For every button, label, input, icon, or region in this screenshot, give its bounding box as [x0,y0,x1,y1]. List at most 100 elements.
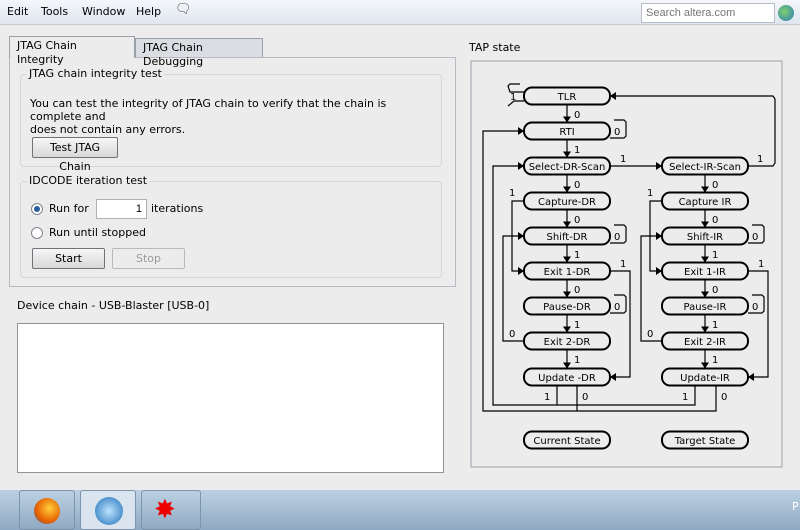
transition-label: 0 [614,232,620,243]
transition-label: 1 [647,188,653,199]
taskbar-app[interactable]: ✸ [141,490,201,530]
transition-line [507,100,524,107]
arrow-head [563,221,571,228]
state-label: TLR [557,92,577,103]
tab-jtag-chain-debugging[interactable]: JTAG Chain Debugging [135,38,263,68]
state-pause-ir[interactable]: Pause-IR [661,296,749,316]
arrow-head [701,326,709,333]
transition-label: 1 [712,320,718,331]
state-exit-1-ir[interactable]: Exit 1-IR [661,261,749,281]
transition-label: 0 [752,232,758,243]
state-label: Capture-DR [538,197,596,208]
transition-line [610,95,776,167]
state-update-ir[interactable]: Update-IR [661,367,749,387]
transition-label: 0 [574,215,580,226]
state-select-ir-scan[interactable]: Select-IR-Scan [661,156,749,176]
state-shift-dr[interactable]: Shift-DR [523,226,611,246]
current-state-button[interactable]: Current State [523,430,611,450]
state-label: Exit 1-DR [544,267,591,278]
idcode-group: IDCODE iteration test Run for iterations… [20,174,442,278]
menu-edit[interactable]: Edit [7,5,29,18]
transition-label: 0 [647,329,653,340]
transition-line [748,224,765,244]
state-shift-ir[interactable]: Shift-IR [661,226,749,246]
state-rti[interactable]: RTI [523,121,611,141]
globe-icon[interactable] [778,5,794,21]
state-pause-dr[interactable]: Pause-DR [523,296,611,316]
description-line-2: does not contain any errors. [30,123,186,136]
transition-label: 1 [509,188,515,199]
state-tlr[interactable]: TLR [523,86,611,106]
run-for-radio[interactable] [31,203,43,215]
transition-label: 1 [574,320,580,331]
start-button[interactable]: Start [32,248,105,269]
arrow-head [563,151,571,158]
integrity-test-title: JTAG chain integrity test [27,67,164,80]
taskbar-quartus[interactable] [80,490,136,530]
run-until-stopped-label: Run until stopped [49,226,146,239]
arrow-head [701,256,709,263]
taskbar-firefox[interactable] [19,490,75,530]
firefox-icon [34,498,60,524]
transition-line [577,385,717,412]
transition-label: 0 [614,302,620,313]
arrow-head [563,362,571,369]
arrow-head [518,127,524,135]
state-exit-1-dr[interactable]: Exit 1-DR [523,261,611,281]
transition-label: 0 [721,392,727,403]
run-for-label: Run for [49,202,89,215]
state-capture-ir[interactable]: Capture IR [661,191,749,211]
target-state-button[interactable]: Target State [661,430,749,450]
integrity-panel: JTAG chain integrity test You can test t… [9,57,456,287]
integrity-description: You can test the integrity of JTAG chain… [30,97,441,136]
arrow-head [563,186,571,193]
taskbar: ✸ P [0,490,800,530]
transition-label: 0 [574,285,580,296]
arrow-head [748,373,754,381]
menu-help[interactable]: Help [136,5,162,18]
arrow-head [701,291,709,298]
run-until-stopped-radio[interactable] [31,227,43,239]
state-capture-dr[interactable]: Capture-DR [523,191,611,211]
transition-label: 1 [574,145,580,156]
transition-label: 1 [620,154,626,165]
arrow-head [563,116,571,123]
idcode-title: IDCODE iteration test [27,174,150,187]
splat-icon: ✸ [154,495,176,525]
transition-line [640,235,662,342]
iterations-input[interactable] [96,199,147,219]
menu-tools[interactable]: Tools [41,5,69,18]
state-select-dr-scan[interactable]: Select-DR-Scan [523,156,611,176]
transition-label: 0 [614,127,620,138]
arrow-head [610,92,616,100]
tab-jtag-chain-integrity[interactable]: JTAG Chain Integrity [9,36,135,66]
test-jtag-chain-button[interactable]: Test JTAG Chain [32,137,118,173]
state-label: Update -DR [538,373,596,384]
state-exit-2-dr[interactable]: Exit 2-DR [523,331,611,351]
arrow-head [563,291,571,298]
state-label: Exit 2-IR [684,337,726,348]
transition-line [610,119,627,139]
state-label: Pause-IR [684,302,727,313]
taskbar-edge-label: P [792,500,799,513]
transition-label: 1 [758,259,764,270]
arrow-head [701,362,709,369]
arrow-head [563,326,571,333]
state-update-dr[interactable]: Update -DR [523,367,611,387]
state-label: Exit 2-DR [544,337,591,348]
transition-label: 1 [712,250,718,261]
device-chain-list[interactable] [17,323,444,473]
stop-button[interactable]: Stop [112,248,185,269]
state-label: Select-IR-Scan [669,162,741,173]
transition-line [502,235,524,342]
state-label: Pause-DR [543,302,591,313]
transition-label: 0 [582,392,588,403]
menu-window[interactable]: Window [82,5,126,18]
state-exit-2-ir[interactable]: Exit 2-IR [661,331,749,351]
state-label: Current State [533,436,600,447]
transition-label: 0 [574,110,580,121]
feedback-icon[interactable]: 🗨 [175,2,192,17]
state-label: RTI [559,127,574,138]
search-input[interactable] [641,3,775,23]
transition-label: 1 [510,92,516,103]
